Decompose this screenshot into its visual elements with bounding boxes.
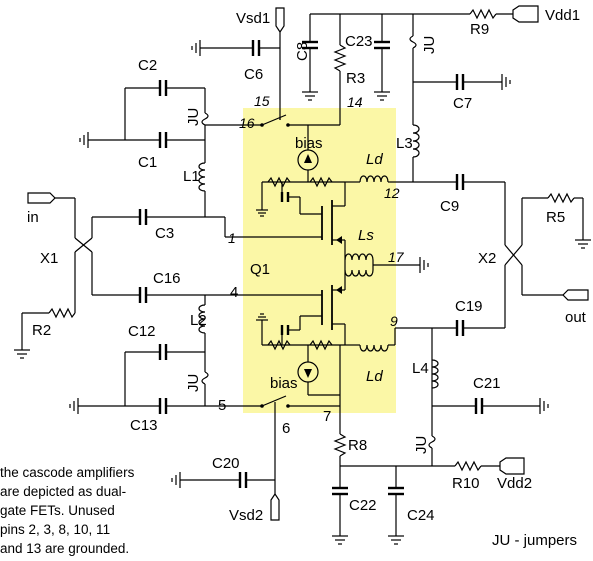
label-r5: R5 (546, 209, 565, 226)
label-ld-lower: Ld (366, 368, 383, 385)
label-bias-1: bias (295, 135, 323, 152)
label-l4: L4 (412, 360, 429, 377)
vsd1-port (275, 7, 285, 34)
note-line-3: gate FETs. Unused (0, 503, 115, 518)
label-out: out (565, 309, 587, 326)
label-ju-low: JU (185, 374, 202, 392)
label-l1: L1 (183, 168, 200, 185)
label-ld-upper: Ld (366, 151, 383, 168)
label-r10: R10 (452, 475, 480, 492)
label-in: in (27, 209, 39, 226)
pin-14: 14 (347, 94, 363, 110)
label-c9: C9 (440, 198, 459, 215)
label-c8: C8 (294, 42, 311, 61)
pin-7: 7 (323, 408, 331, 425)
vdd1-port (512, 5, 539, 23)
label-c23: C23 (345, 33, 373, 50)
ground-symbol (191, 40, 201, 56)
label-l3: L3 (396, 135, 413, 152)
label-r9: R9 (470, 21, 489, 38)
label-ls: Ls (358, 227, 374, 244)
label-vsd2: Vsd2 (229, 507, 263, 524)
cascode-note: the cascode amplifiers are depicted as d… (0, 465, 135, 556)
pin-4: 4 (230, 284, 238, 301)
label-c22: C22 (349, 497, 377, 514)
vdd2-port (499, 457, 525, 475)
label-c3: C3 (155, 225, 174, 242)
pin-6: 6 (282, 420, 290, 437)
note-line-2: are depicted as dual- (0, 484, 126, 499)
pin-16: 16 (239, 115, 255, 131)
label-r8: R8 (348, 437, 367, 454)
label-c21: C21 (473, 375, 501, 392)
label-c12: C12 (128, 323, 156, 340)
label-vdd1: Vdd1 (545, 7, 580, 24)
label-c7: C7 (453, 95, 472, 112)
pin-15: 15 (254, 93, 270, 109)
label-c24: C24 (407, 507, 435, 524)
pin-17: 17 (388, 249, 405, 265)
chip-highlight (243, 108, 396, 413)
jumper-legend: JU - jumpers (492, 532, 577, 549)
label-l2: L2 (190, 312, 207, 329)
label-q1: Q1 (250, 261, 270, 278)
label-x2: X2 (478, 250, 496, 267)
label-ju-top: JU (421, 36, 438, 54)
label-c2: C2 (138, 57, 157, 74)
note-line-4: pins 2, 3, 8, 10, 11 (0, 522, 110, 537)
note-line-5: and 13 are grounded. (0, 541, 129, 556)
label-r3: R3 (346, 70, 365, 87)
pin-5: 5 (218, 397, 226, 414)
label-bias-2: bias (270, 375, 298, 392)
in-port (27, 192, 56, 204)
pin-9: 9 (390, 313, 398, 329)
label-c16: C16 (153, 270, 181, 287)
pin-1: 1 (228, 230, 236, 246)
note-line-1: the cascode amplifiers (0, 465, 135, 480)
label-c1: C1 (138, 154, 157, 171)
label-r2: R2 (32, 322, 51, 339)
label-c6: C6 (244, 66, 263, 83)
label-ju-bottom: JU (413, 436, 430, 454)
label-c19: C19 (455, 298, 483, 315)
label-x1: X1 (40, 250, 58, 267)
label-c20: C20 (212, 455, 240, 472)
label-vsd1: Vsd1 (236, 10, 270, 27)
pin-12: 12 (384, 185, 400, 201)
label-ju-left: JU (185, 108, 202, 126)
label-vdd2: Vdd2 (497, 475, 532, 492)
out-port (562, 289, 589, 301)
label-c13: C13 (130, 417, 158, 434)
vsd2-port (270, 492, 280, 521)
